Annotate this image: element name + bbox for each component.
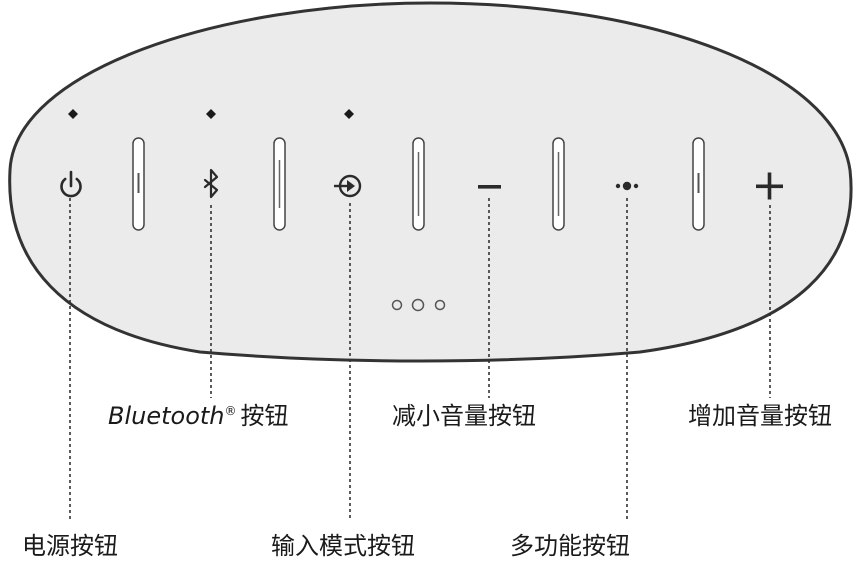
slot-3 bbox=[412, 137, 425, 231]
multifunction-icon[interactable] bbox=[615, 181, 639, 191]
volume-down-button-label: 减小音量按钮 bbox=[392, 402, 536, 430]
power-icon[interactable] bbox=[60, 170, 82, 198]
input-mode-icon[interactable] bbox=[334, 174, 362, 198]
bluetooth-button-label: Bluetooth®按钮 bbox=[108, 404, 289, 428]
input-mode-button-label: 输入模式按钮 bbox=[271, 532, 415, 560]
bluetooth-indicator-dot bbox=[206, 109, 216, 119]
registered-mark: ® bbox=[224, 404, 237, 418]
bluetooth-icon[interactable] bbox=[203, 168, 219, 199]
slot-4 bbox=[552, 137, 565, 231]
power-indicator-dot bbox=[68, 109, 78, 119]
bluetooth-word: Bluetooth bbox=[108, 402, 225, 430]
plus-icon[interactable] bbox=[756, 172, 783, 200]
minus-icon[interactable] bbox=[478, 185, 501, 189]
speaker-top-panel bbox=[8, 1, 853, 363]
slot-5 bbox=[692, 137, 705, 231]
multifunction-button-label: 多功能按钮 bbox=[510, 532, 630, 560]
power-button-label: 电源按钮 bbox=[22, 532, 118, 560]
input-mode-indicator-dot bbox=[344, 109, 354, 119]
slot-2 bbox=[273, 137, 286, 231]
volume-up-button-label: 增加音量按钮 bbox=[688, 402, 832, 430]
slot-1 bbox=[132, 137, 145, 231]
bluetooth-suffix: 按钮 bbox=[240, 402, 289, 430]
status-lights bbox=[391, 298, 446, 312]
